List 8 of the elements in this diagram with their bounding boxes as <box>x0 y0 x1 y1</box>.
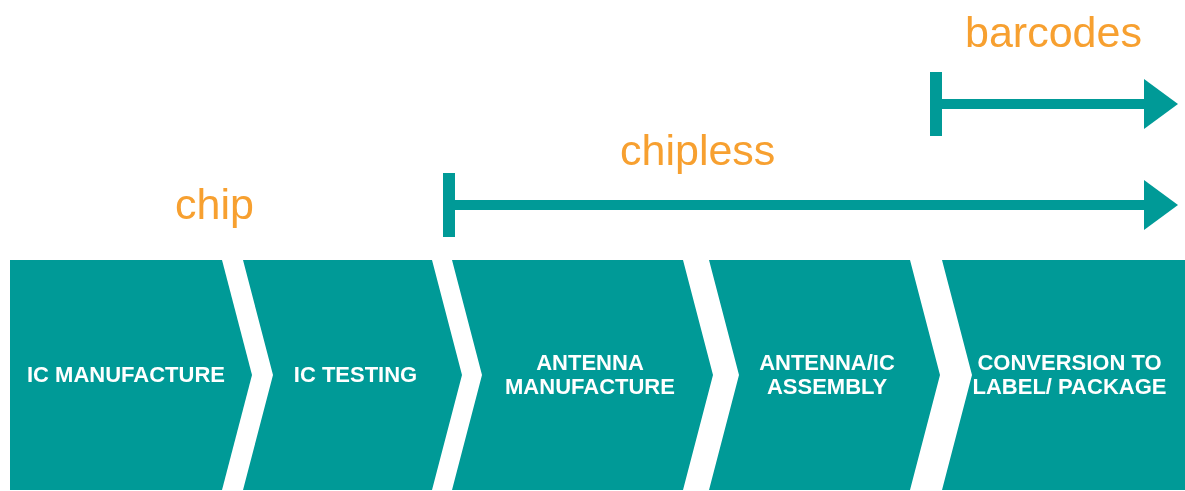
step-label: CONVERSION TO LABEL/ PACKAGE <box>972 351 1167 399</box>
range-label: chipless <box>620 126 776 174</box>
step-label: IC TESTING <box>293 363 418 387</box>
step-label: ANTENNA/IC ASSEMBLY <box>758 351 896 399</box>
step-label: ANTENNA MANUFACTURE <box>504 351 676 399</box>
step-label: IC MANUFACTURE <box>27 363 225 387</box>
range-label: barcodes <box>965 8 1142 56</box>
range-label: chip <box>175 180 254 228</box>
